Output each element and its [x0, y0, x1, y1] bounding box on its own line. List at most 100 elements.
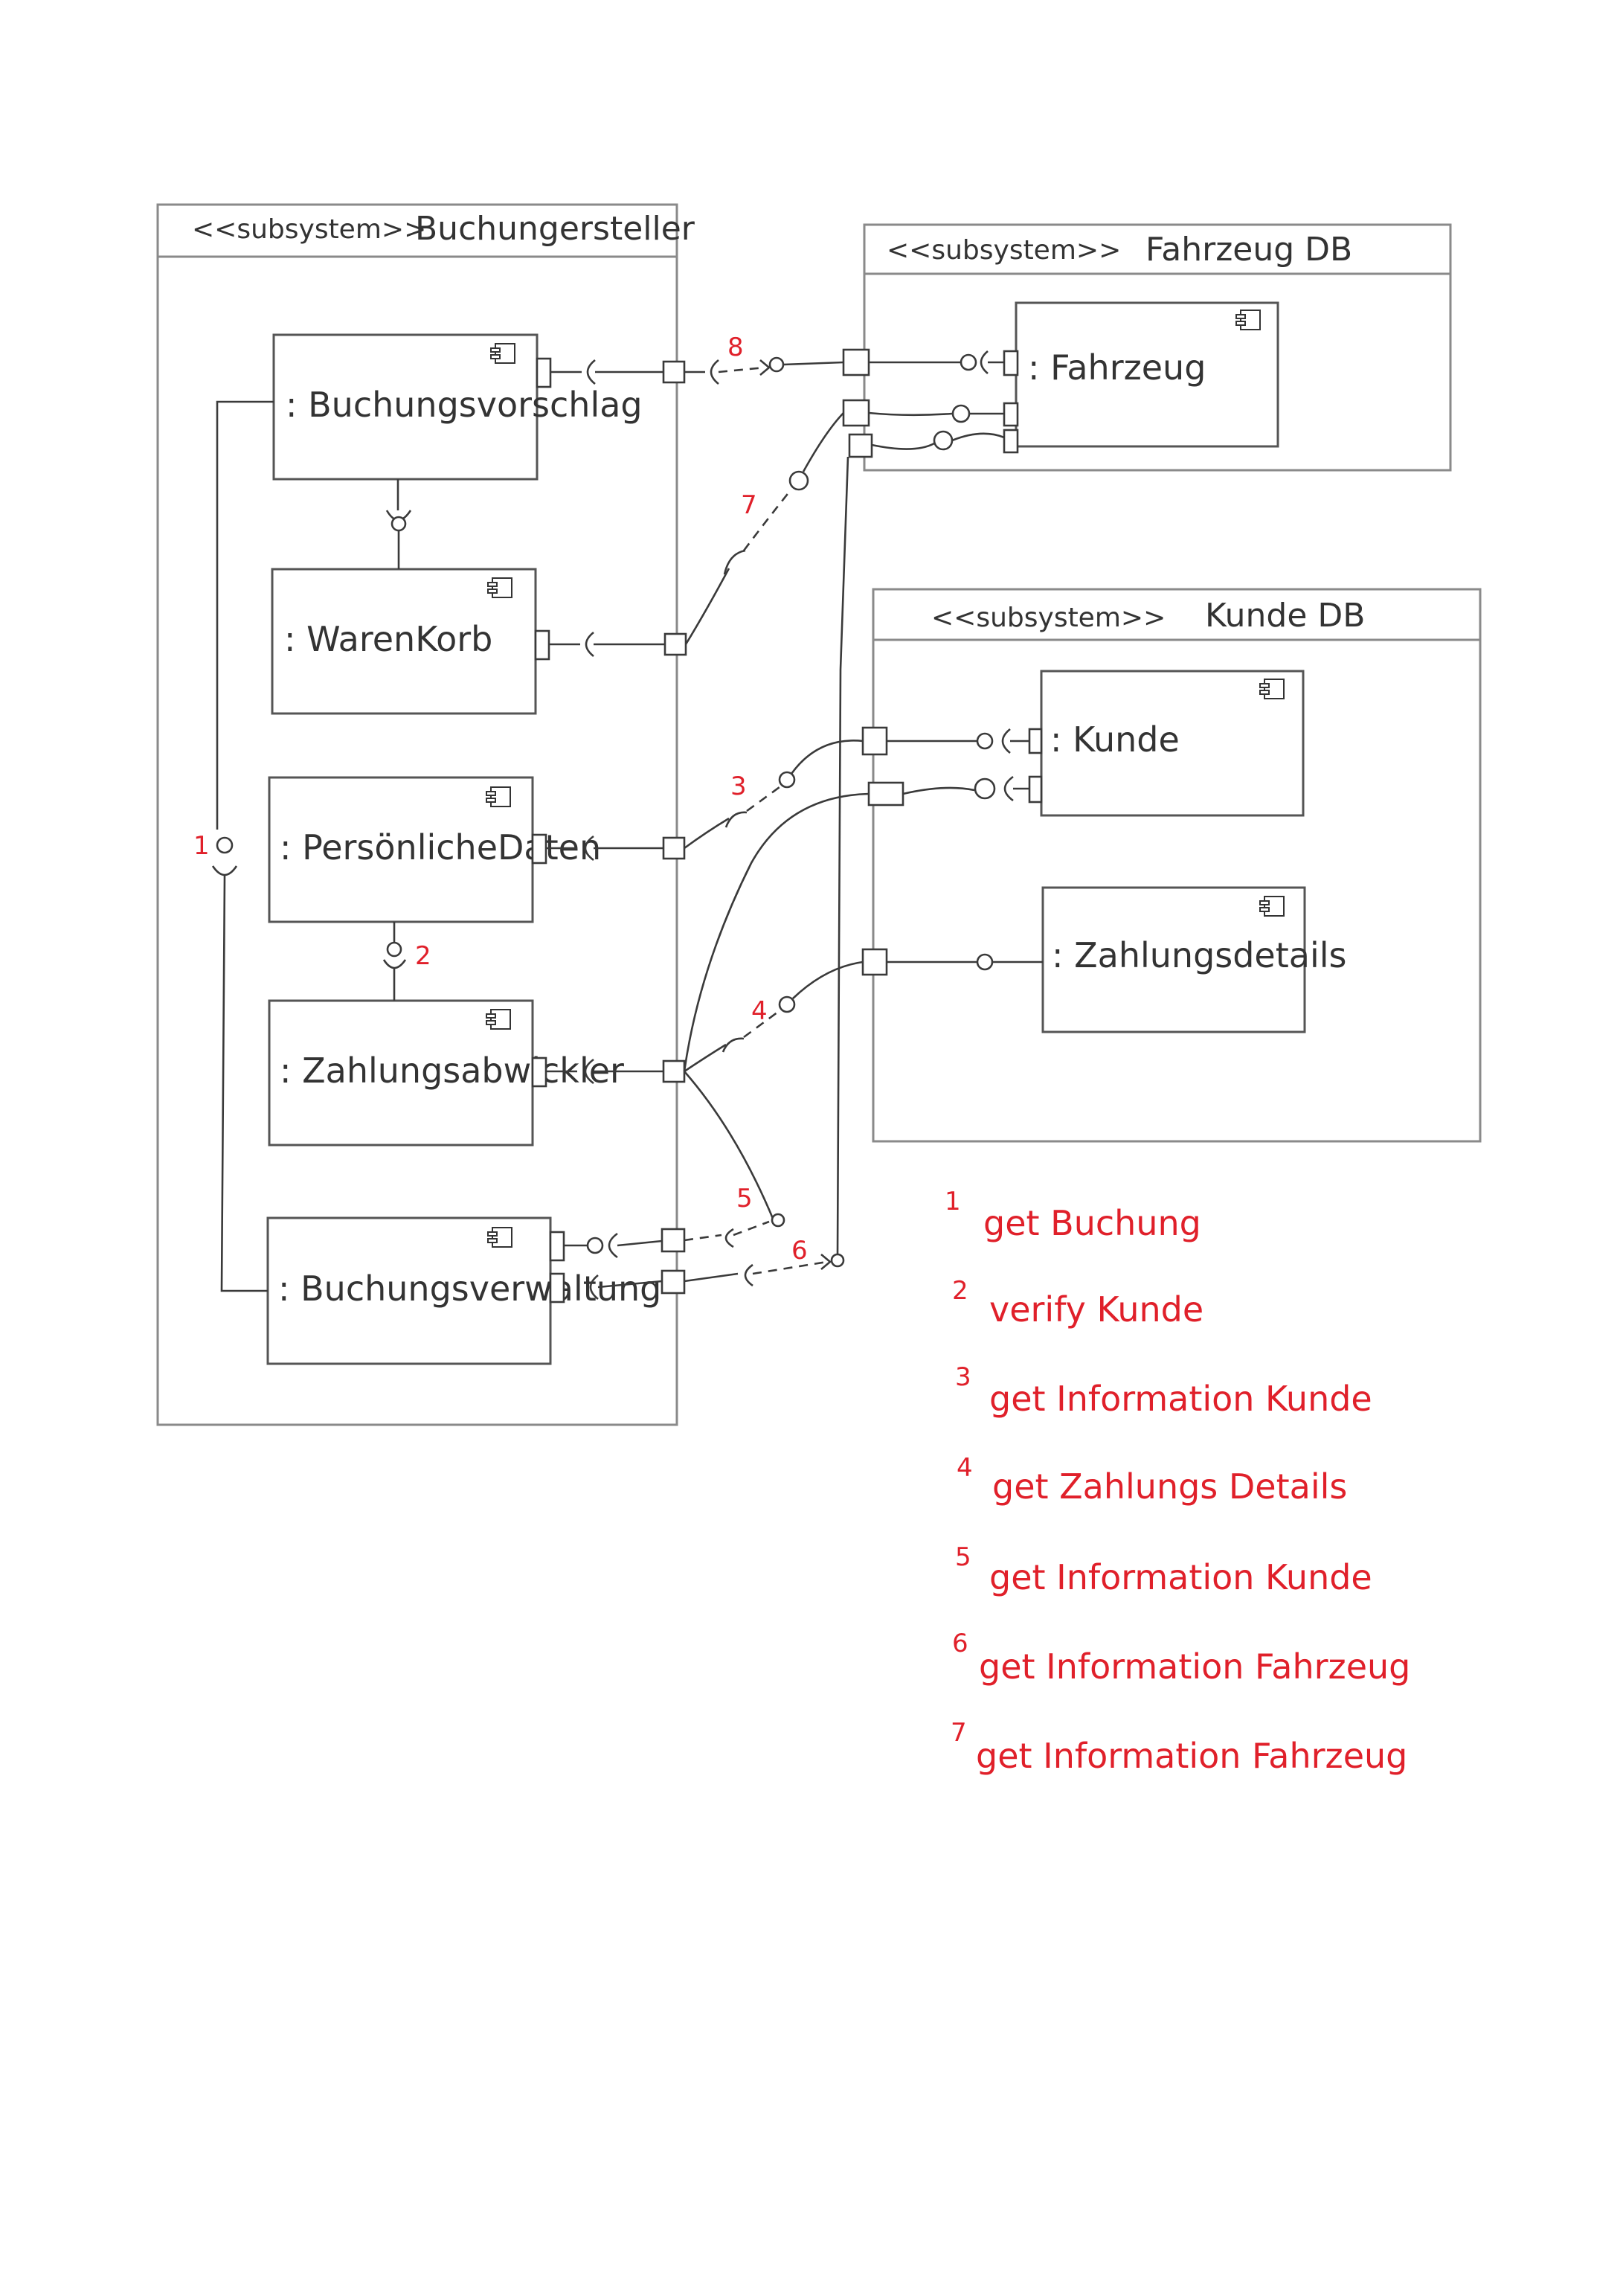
boundary-port	[662, 1059, 686, 1083]
component-port	[1003, 402, 1019, 427]
dependency-line	[742, 490, 791, 551]
connector-socket	[382, 959, 407, 969]
connector-socket	[584, 835, 594, 862]
connector-socket	[759, 359, 771, 376]
component-port	[534, 629, 550, 661]
connector-lollipop	[216, 836, 234, 854]
component-port	[1003, 429, 1019, 454]
component-icon	[486, 786, 511, 807]
subsystem-vehicle: <<subsystem>> Fahrzeug DB	[863, 223, 1452, 472]
legend-text: get Information Fahrzeug	[976, 1736, 1407, 1776]
component-buchungsvorschlag-label: : Buchungsvorschlag	[286, 385, 643, 425]
connector-line	[782, 361, 844, 366]
component-port	[531, 1056, 547, 1088]
connector-socket	[608, 1232, 618, 1259]
connector-socket	[710, 359, 719, 385]
legend-text: get Zahlungs Details	[992, 1466, 1347, 1507]
dependency-line	[684, 1234, 722, 1242]
subsystem-customer-stereotype: <<subsystem>>	[931, 603, 1166, 633]
connector-number: 4	[751, 996, 768, 1026]
connector-line	[792, 961, 864, 999]
connector-socket	[721, 1037, 745, 1053]
connector-number: 2	[415, 941, 431, 971]
connector-socket	[586, 359, 596, 385]
connector-socket	[723, 549, 746, 575]
component-buchungsverwaltung: : Buchungsverwaltung	[266, 1216, 661, 1365]
boundary-port	[842, 348, 870, 376]
component-buchungsvorschlag: : Buchungsvorschlag	[272, 333, 643, 481]
connector-number: 1	[193, 831, 210, 861]
component-port	[1028, 728, 1043, 754]
connector-lollipop	[974, 777, 996, 800]
connector-socket	[980, 350, 989, 374]
connector-socket	[589, 1274, 599, 1301]
connector-line	[951, 432, 1005, 442]
boundary-port	[663, 632, 687, 656]
connector-socket	[211, 865, 238, 876]
connector-socket	[744, 1263, 753, 1287]
connector-socket	[724, 1228, 734, 1248]
connector-line	[802, 412, 844, 472]
connector-socket	[724, 811, 748, 828]
connector-lollipop	[586, 1237, 604, 1254]
component-icon	[487, 1227, 512, 1248]
dependency-line	[746, 786, 780, 812]
boundary-port	[861, 948, 888, 976]
connector-number: 7	[741, 490, 757, 520]
component-port	[549, 1272, 565, 1303]
boundary-port	[867, 781, 904, 807]
component-port	[536, 357, 552, 388]
connector-socket	[585, 631, 594, 658]
connector-lollipop	[976, 953, 994, 971]
connector-line	[597, 1280, 663, 1289]
connector-lollipop	[933, 430, 954, 451]
connector-line	[868, 411, 953, 417]
connector-line	[790, 740, 864, 775]
component-zahlungsdetails-label: : Zahlungsdetails	[1052, 935, 1346, 975]
boundary-port	[842, 399, 870, 427]
legend-number: 2	[952, 1276, 968, 1306]
connector-line	[871, 442, 935, 450]
legend-number: 1	[945, 1187, 961, 1216]
connector-line	[684, 568, 730, 645]
subsystem-booking-name: Buchungersteller	[415, 210, 695, 248]
legend-number: 3	[955, 1362, 971, 1392]
boundary-port	[662, 360, 686, 384]
legend: 1 get Buchung 2 verify Kunde 3 get Infor…	[945, 1187, 1410, 1776]
legend-number: 4	[957, 1453, 973, 1483]
connector-line	[216, 400, 274, 830]
connector-line	[617, 1240, 663, 1247]
boundary-port	[661, 1269, 686, 1295]
connector-lollipop	[951, 404, 971, 423]
connector-lollipop	[768, 356, 785, 373]
component-icon	[486, 1009, 511, 1030]
subsystem-vehicle-name: Fahrzeug DB	[1145, 231, 1352, 269]
legend-text: get Information Kunde	[989, 1557, 1372, 1597]
boundary-port	[661, 1228, 686, 1253]
legend-text: get Buchung	[983, 1203, 1201, 1243]
component-icon	[1259, 679, 1285, 699]
component-zahlungsabwickler: : Zahlungsabwickler	[268, 999, 624, 1147]
component-warenkorb-label: : WarenKorb	[284, 619, 492, 659]
connector-line	[684, 1043, 727, 1073]
component-zahlungsdetails: : Zahlungsdetails	[1041, 886, 1346, 1033]
connector-lollipop	[778, 771, 796, 789]
connector-line	[220, 874, 268, 1292]
connector-number: 6	[791, 1236, 808, 1266]
component-port	[531, 833, 547, 865]
subsystem-vehicle-stereotype: <<subsystem>>	[887, 235, 1121, 266]
connector-lollipop	[788, 470, 809, 491]
connector-socket	[1001, 728, 1011, 754]
component-fahrzeug: : Fahrzeug	[1015, 301, 1279, 448]
subsystem-booking: <<subsystem>> Buchungersteller	[156, 203, 695, 1426]
component-icon	[487, 577, 512, 598]
connector-line	[683, 792, 870, 1072]
legend-text: get Information Kunde	[989, 1379, 1372, 1419]
legend-number: 5	[955, 1542, 971, 1572]
legend-number: 7	[951, 1718, 967, 1748]
component-persoenlichedaten: : PersönlicheDaten	[268, 776, 601, 923]
dependency-line	[718, 366, 765, 373]
connector-line	[836, 456, 849, 1255]
connector-socket	[820, 1254, 832, 1270]
